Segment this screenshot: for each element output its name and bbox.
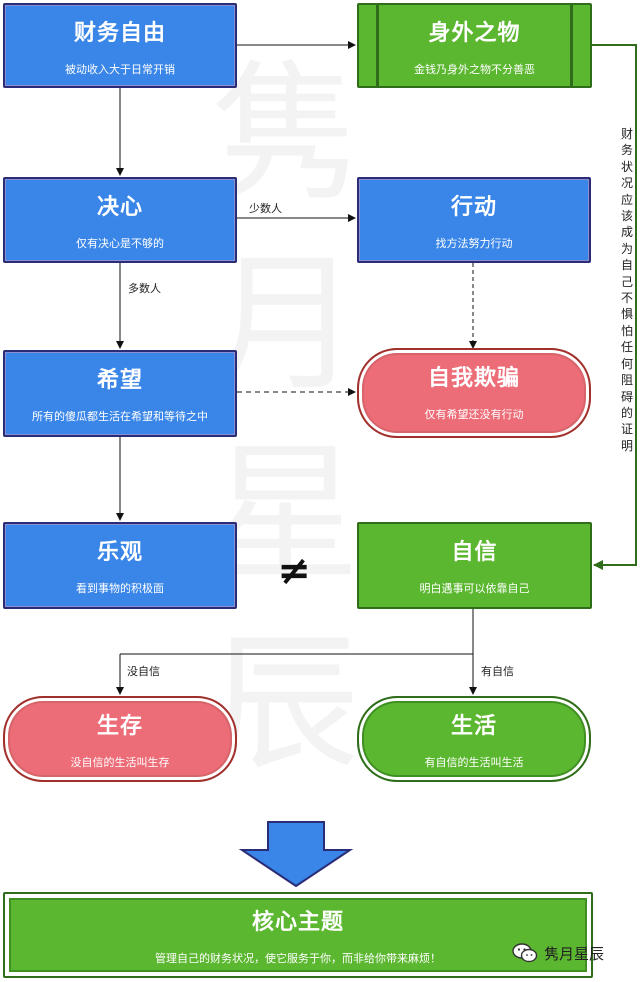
brand-watermark: 隽月星辰: [512, 940, 604, 966]
node-shenwai-zhiwu: 身外之物 金钱乃身外之物不分善恶: [357, 3, 592, 88]
node-subtitle: 明白遇事可以依靠自己: [419, 582, 530, 595]
node-xingdong: 行动 找方法努力行动: [357, 177, 591, 263]
node-subtitle: 被动收入大于日常开销: [65, 63, 175, 76]
node-subtitle: 仅有希望还没有行动: [424, 408, 524, 421]
node-title: 自我欺骗: [427, 366, 520, 391]
edge-label-meizixin: 没自信: [127, 665, 160, 678]
node-title: 希望: [96, 368, 143, 393]
node-title: 行动: [450, 195, 497, 220]
node-hexin-zhuti: 核心主题 管理自己的财务状况，使它服务于你，而非给你带来麻烦！: [3, 892, 593, 978]
node-title: 乐观: [96, 540, 143, 565]
node-subtitle: 仅有决心是不够的: [76, 237, 164, 250]
node-title: 核心主题: [251, 910, 344, 935]
node-subtitle: 金钱乃身外之物不分善恶: [414, 63, 535, 76]
node-title: 财务自由: [73, 21, 166, 46]
node-subtitle: 有自信的生活叫生活: [424, 756, 524, 769]
arrow-shenwai-zixin: [592, 44, 637, 570]
edge-label-duoshu: 多数人: [128, 282, 161, 295]
down-arrow-shape: [238, 821, 354, 888]
brand-name: 隽月星辰: [544, 944, 605, 963]
side-vertical-text: 财务状况应该成为自己不惧怕任何阻碍的证明: [620, 127, 633, 453]
node-title: 自信: [451, 540, 498, 565]
node-leguan: 乐观 看到事物的积极面: [3, 522, 237, 609]
node-subtitle: 管理自己的财务状况，使它服务于你，而非给你带来麻烦！: [155, 952, 441, 965]
node-title: 生存: [96, 714, 143, 739]
node-title: 决心: [96, 195, 143, 220]
node-zixin: 自信 明白遇事可以依靠自己: [357, 522, 592, 609]
edge-label-youzixin: 有自信: [481, 665, 514, 678]
not-equal-symbol: ≠: [277, 548, 311, 594]
node-shenghuo: 生活 有自信的生活叫生活: [357, 696, 591, 782]
node-side-bar-right: [570, 5, 573, 86]
node-subtitle: 没自信的生活叫生存: [70, 756, 170, 769]
arrow-zixin-branch: [120, 609, 474, 655]
node-ziwo-qipian: 自我欺骗 仅有希望还没有行动: [357, 348, 591, 438]
wechat-icon: [512, 943, 538, 963]
node-subtitle: 所有的傻瓜都生活在希望和等待之中: [32, 410, 208, 423]
node-shengcun: 生存 没自信的生活叫生存: [3, 696, 237, 782]
node-subtitle: 找方法努力行动: [435, 237, 513, 250]
node-subtitle: 看到事物的积极面: [76, 582, 164, 595]
node-side-bar-left: [376, 5, 379, 86]
node-xiwang: 希望 所有的傻瓜都生活在希望和等待之中: [3, 350, 237, 437]
node-title: 生活: [450, 714, 497, 739]
node-juexin: 决心 仅有决心是不够的: [3, 177, 237, 263]
node-title: 身外之物: [428, 21, 521, 46]
node-caiwu-ziyou: 财务自由 被动收入大于日常开销: [3, 3, 237, 88]
edge-label-shaoshu: 少数人: [249, 202, 282, 215]
